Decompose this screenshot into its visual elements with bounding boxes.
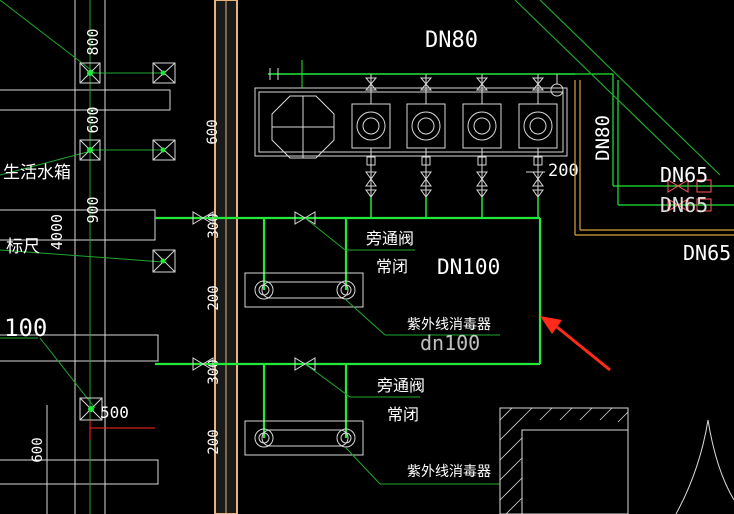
pump-discharge-valves bbox=[364, 74, 564, 104]
dim-4000-left: 4000 bbox=[48, 214, 66, 250]
bypass-valve-lower: 旁通阀 bbox=[377, 376, 425, 395]
dn80-vertical: DN80 bbox=[592, 115, 614, 161]
tank-band-4 bbox=[0, 459, 159, 485]
tank-band-3 bbox=[0, 334, 159, 362]
right-pipes bbox=[514, 0, 734, 236]
dn65-a: DN65 bbox=[660, 163, 708, 187]
pump-suction-lines bbox=[365, 148, 544, 205]
pump-header bbox=[268, 60, 575, 88]
main-valves bbox=[192, 211, 316, 371]
main-piping bbox=[155, 216, 542, 438]
bypass-valve-upper: 旁通阀 bbox=[366, 229, 414, 248]
dim-600-bottom-left: 600 bbox=[30, 437, 46, 462]
dim-200-lower: 200 bbox=[206, 429, 222, 454]
right-valves bbox=[667, 179, 712, 212]
dn65-b: DN65 bbox=[660, 193, 708, 217]
dim-600-col: 600 bbox=[205, 119, 221, 144]
normally-closed-upper: 常闭 bbox=[376, 257, 408, 276]
wall-structure bbox=[499, 407, 734, 514]
dim-200-upper: 200 bbox=[206, 285, 222, 310]
dim-800-left: 800 bbox=[84, 28, 102, 55]
dn100-under: dn100 bbox=[420, 331, 480, 355]
uv-sterilizer-lower-label: 紫外线消毒器 bbox=[407, 464, 491, 480]
left-100: 100 bbox=[4, 314, 47, 342]
dim-900-left: 900 bbox=[84, 196, 102, 223]
pump-skid-frame bbox=[254, 87, 568, 157]
dim-300-lower: 300 bbox=[206, 359, 222, 384]
label-leaders bbox=[304, 217, 500, 485]
red-arrow-icon bbox=[540, 316, 611, 372]
dim-500-left: 500 bbox=[100, 403, 129, 422]
dn80-top: DN80 bbox=[425, 28, 478, 53]
left-tank-label: 生活水箱 bbox=[3, 163, 71, 183]
wall-hatch bbox=[499, 407, 629, 514]
tank-band-1 bbox=[0, 89, 171, 111]
suction-green-risers bbox=[370, 197, 539, 218]
wall-column bbox=[214, 0, 238, 514]
left-red-dimension bbox=[89, 420, 155, 440]
normally-closed-lower: 常闭 bbox=[387, 405, 419, 424]
left-ruler-label: 标尺 bbox=[6, 237, 40, 257]
dn65-c: DN65 bbox=[683, 241, 731, 265]
uv-sterilizer-upper bbox=[244, 272, 364, 308]
left-valve-dots bbox=[87, 70, 166, 412]
pressure-tank-icon bbox=[271, 95, 335, 159]
dim-200-right: 200 bbox=[548, 161, 579, 181]
uv-sterilizer-upper-label: 紫外线消毒器 bbox=[407, 317, 491, 333]
uv-sterilizer-lower bbox=[244, 420, 364, 456]
dim-300-upper: 300 bbox=[206, 213, 222, 238]
dim-600-left: 600 bbox=[84, 106, 102, 133]
dn100-main: DN100 bbox=[437, 255, 500, 279]
